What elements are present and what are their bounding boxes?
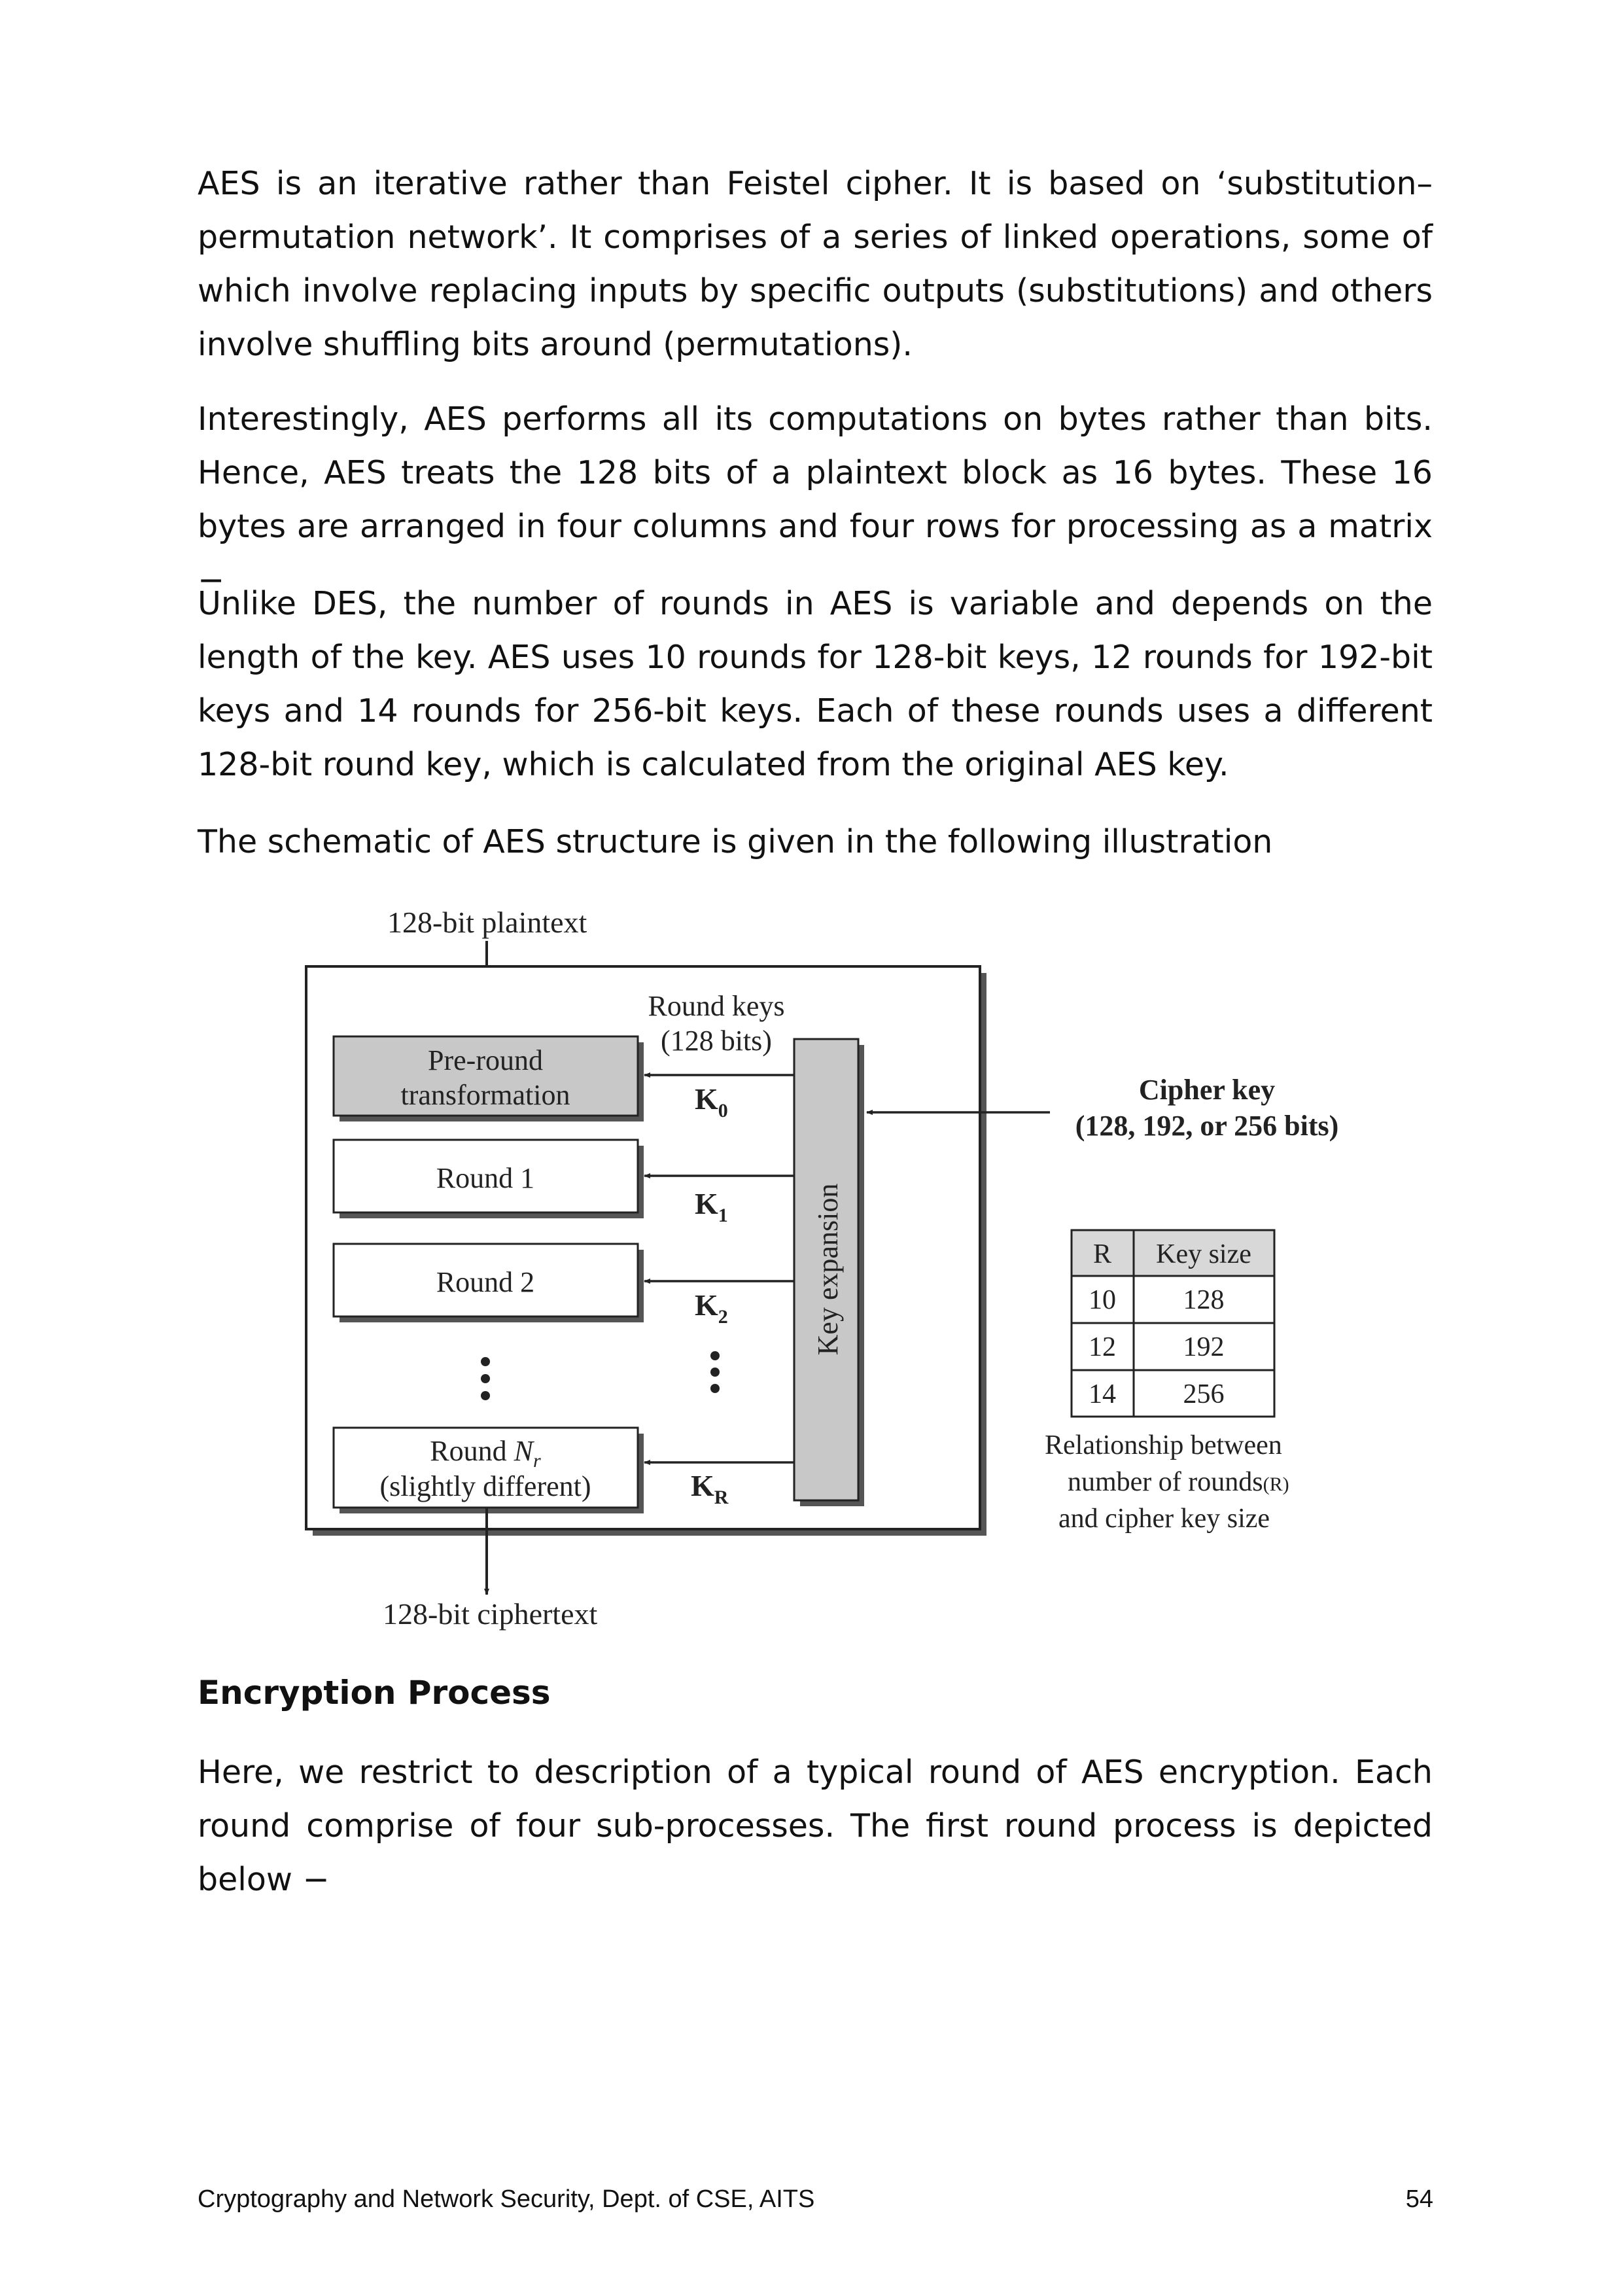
cipher-key-label: Cipher key — [1139, 1074, 1275, 1106]
footer-text: Cryptography and Network Security, Dept.… — [198, 2185, 815, 2213]
table-header-r: R — [1093, 1239, 1111, 1269]
round-key-arrows — [644, 1072, 794, 1465]
table-caption-line1: Relationship between — [1045, 1430, 1282, 1460]
k2-label: K2 — [695, 1288, 728, 1328]
table-caption-line2: number of rounds(R) — [1068, 1467, 1289, 1497]
table-cell: 12 — [1089, 1332, 1116, 1362]
section-heading: Encryption Process — [198, 1674, 551, 1712]
key-size-table: R Key size 10 128 12 192 14 256 — [1070, 1229, 1276, 1418]
paragraph-rounds: Unlike DES, the number of rounds in AES … — [198, 585, 1433, 783]
round1-box — [332, 1139, 639, 1214]
table-cell: 128 — [1183, 1285, 1225, 1315]
round-keys-bits: (128 bits) — [661, 1025, 772, 1057]
key-expansion-bar — [793, 1038, 860, 1502]
plaintext-label: 128-bit plaintext — [387, 906, 587, 939]
table-cell: 192 — [1183, 1332, 1225, 1362]
paragraph-bytes: Interestingly, AES performs all its comp… — [198, 400, 1433, 599]
table-caption-line3: and cipher key size — [1058, 1504, 1270, 1534]
table-cell: 256 — [1183, 1379, 1225, 1409]
k0-label: K0 — [695, 1082, 728, 1122]
table-header-key-size: Key size — [1156, 1239, 1251, 1269]
cipher-key-sizes: (128, 192, or 256 bits) — [1075, 1110, 1339, 1142]
table-cell: 10 — [1089, 1285, 1116, 1315]
keys-ellipsis — [710, 1351, 720, 1393]
k1-label: K1 — [695, 1187, 728, 1226]
preround-label-line2: transformation — [400, 1079, 570, 1111]
preround-box — [332, 1035, 639, 1117]
paragraph-encryption: Here, we restrict to description of a ty… — [198, 1754, 1433, 1898]
paragraph-aes-intro: AES is an iterative rather than Feistel … — [198, 165, 1433, 363]
kr-label: KR — [691, 1469, 729, 1508]
ciphertext-label: 128-bit ciphertext — [383, 1597, 598, 1631]
round1-label: Round 1 — [436, 1162, 534, 1194]
rounds-ellipsis — [481, 1357, 490, 1400]
roundn-note: (slightly different) — [380, 1470, 591, 1502]
page-number: 54 — [1405, 2185, 1433, 2213]
round-keys-label: Round keys — [648, 990, 785, 1022]
table-cell: 14 — [1089, 1379, 1116, 1409]
round2-box — [332, 1243, 639, 1318]
roundn-label: Round Nr — [430, 1435, 541, 1472]
paragraph-schematic-intro: The schematic of AES structure is given … — [198, 823, 1273, 860]
round2-label: Round 2 — [436, 1266, 534, 1298]
preround-label-line1: Pre-round — [428, 1044, 543, 1076]
key-expansion-label: Key expansion — [812, 1184, 844, 1356]
roundn-box — [332, 1426, 639, 1509]
